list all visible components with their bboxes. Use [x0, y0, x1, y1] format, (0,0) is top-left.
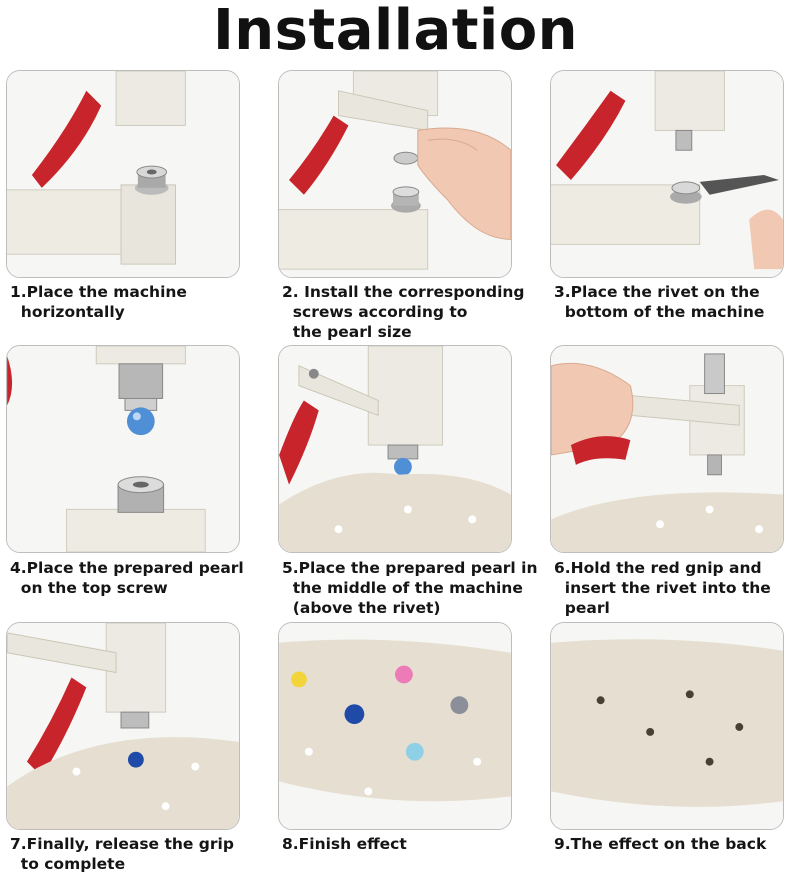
fabric-back-icon [551, 623, 783, 829]
step-3-caption: 3.Place the rivet on the bottom of the m… [554, 282, 791, 322]
step-1-caption: 1.Place the machine horizontally [10, 282, 272, 322]
step-6-image [550, 345, 784, 553]
caption-line: pearl [554, 599, 610, 617]
caption-line: 6.Hold the red gnip and [554, 559, 762, 577]
caption-line: horizontally [10, 303, 125, 321]
step-7-image [6, 622, 240, 830]
caption-line: 3.Place the rivet on the [554, 283, 760, 301]
caption-line: 5.Place the prepared pearl in [282, 559, 538, 577]
step-2-caption: 2. Install the corresponding screws acco… [282, 282, 544, 342]
step-2-image [278, 70, 512, 278]
caption-line: to complete [10, 855, 126, 873]
pearl-fabric-icon [279, 623, 511, 829]
step-9-caption: 9.The effect on the back [554, 834, 791, 854]
step-4-image [6, 345, 240, 553]
caption-line: 7.Finally, release the grip [10, 835, 234, 853]
step-4-caption: 4.Place the prepared pearl on the top sc… [10, 558, 272, 598]
caption-line: bottom of the machine [554, 303, 765, 321]
step-1-image [6, 70, 240, 278]
step-3-image [550, 70, 784, 278]
step-7-caption: 7.Finally, release the grip to complete [10, 834, 272, 874]
step-8-caption: 8.Finish effect [282, 834, 544, 854]
caption-line: screws according to [282, 303, 468, 321]
machine-base-icon [7, 71, 239, 277]
step-5-image [278, 345, 512, 553]
page-title: Installation [212, 0, 579, 63]
step-9-image [550, 622, 784, 830]
caption-line: 8.Finish effect [282, 835, 407, 853]
caption-line: 9.The effect on the back [554, 835, 767, 853]
caption-line: 4.Place the prepared pearl [10, 559, 244, 577]
release-grip-icon [7, 623, 239, 829]
caption-line: 2. Install the corresponding [282, 283, 525, 301]
hand-grip-icon [551, 346, 783, 552]
rivet-placement-icon [551, 71, 783, 277]
caption-line: the middle of the machine [282, 579, 523, 597]
caption-line: the pearl size [282, 323, 412, 341]
step-6-caption: 6.Hold the red gnip and insert the rivet… [554, 558, 791, 618]
caption-line: 1.Place the machine [10, 283, 187, 301]
caption-line: insert the rivet into the [554, 579, 771, 597]
pearl-top-icon [7, 346, 239, 552]
caption-line: on the top screw [10, 579, 168, 597]
screw-install-icon [279, 71, 511, 277]
caption-line: (above the rivet) [282, 599, 441, 617]
step-5-caption: 5.Place the prepared pearl in the middle… [282, 558, 544, 618]
step-8-image [278, 622, 512, 830]
pearl-middle-icon [279, 346, 511, 552]
